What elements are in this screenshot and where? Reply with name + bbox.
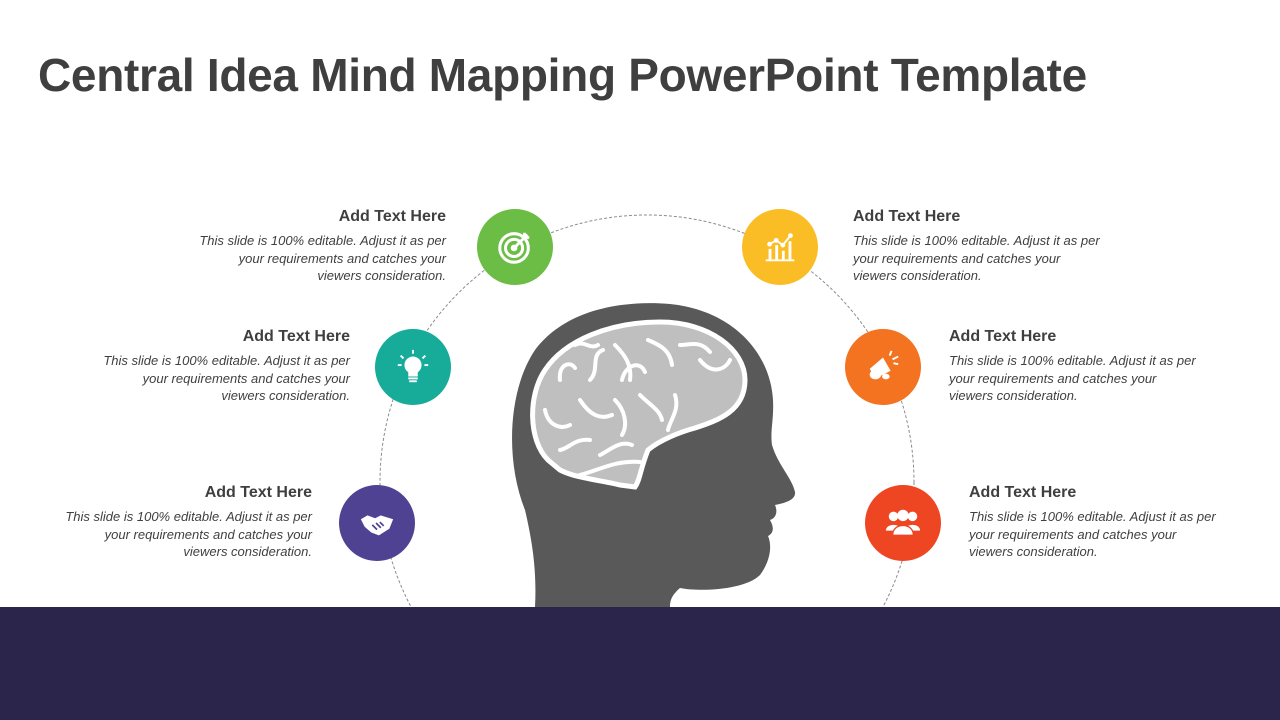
item-heading: Add Text Here — [969, 484, 1077, 501]
brain — [530, 319, 748, 490]
item-heading: Add Text Here — [242, 328, 350, 345]
item-body: This slide is 100% editable. Adjust it a… — [199, 233, 446, 283]
text-block-1: Add Text Here This slide is 100% editabl… — [196, 208, 446, 285]
item-heading: Add Text Here — [949, 328, 1057, 345]
item-heading: Add Text Here — [338, 208, 446, 225]
text-block-5: Add Text Here This slide is 100% editabl… — [949, 328, 1199, 405]
text-block-3: Add Text Here This slide is 100% editabl… — [62, 484, 312, 561]
footer-band — [0, 607, 1280, 720]
team-node[interactable] — [865, 485, 941, 561]
item-body: This slide is 100% editable. Adjust it a… — [949, 353, 1196, 403]
dashed-orbit — [379, 214, 915, 720]
text-block-6: Add Text Here This slide is 100% editabl… — [969, 484, 1219, 561]
team-icon — [885, 509, 921, 537]
item-body: This slide is 100% editable. Adjust it a… — [969, 509, 1216, 559]
lightbulb-node[interactable] — [375, 329, 451, 405]
megaphone-icon — [869, 350, 899, 380]
megaphone-node[interactable] — [845, 329, 921, 405]
item-heading: Add Text Here — [853, 208, 961, 225]
slide-title: Central Idea Mind Mapping PowerPoint Tem… — [38, 49, 1087, 101]
target-icon — [498, 232, 530, 264]
text-block-4: Add Text Here This slide is 100% editabl… — [853, 208, 1103, 285]
bar-chart-icon — [765, 233, 795, 262]
chart-node[interactable] — [742, 209, 818, 285]
handshake-node[interactable] — [339, 485, 415, 561]
lightbulb-icon — [397, 349, 429, 383]
handshake-icon — [360, 515, 394, 536]
item-body: This slide is 100% editable. Adjust it a… — [853, 233, 1100, 283]
item-heading: Add Text Here — [204, 484, 312, 501]
brain-folds — [543, 338, 732, 477]
item-body: This slide is 100% editable. Adjust it a… — [103, 353, 350, 403]
item-body: This slide is 100% editable. Adjust it a… — [65, 509, 312, 559]
target-node[interactable] — [477, 209, 553, 285]
text-block-2: Add Text Here This slide is 100% editabl… — [100, 328, 350, 405]
